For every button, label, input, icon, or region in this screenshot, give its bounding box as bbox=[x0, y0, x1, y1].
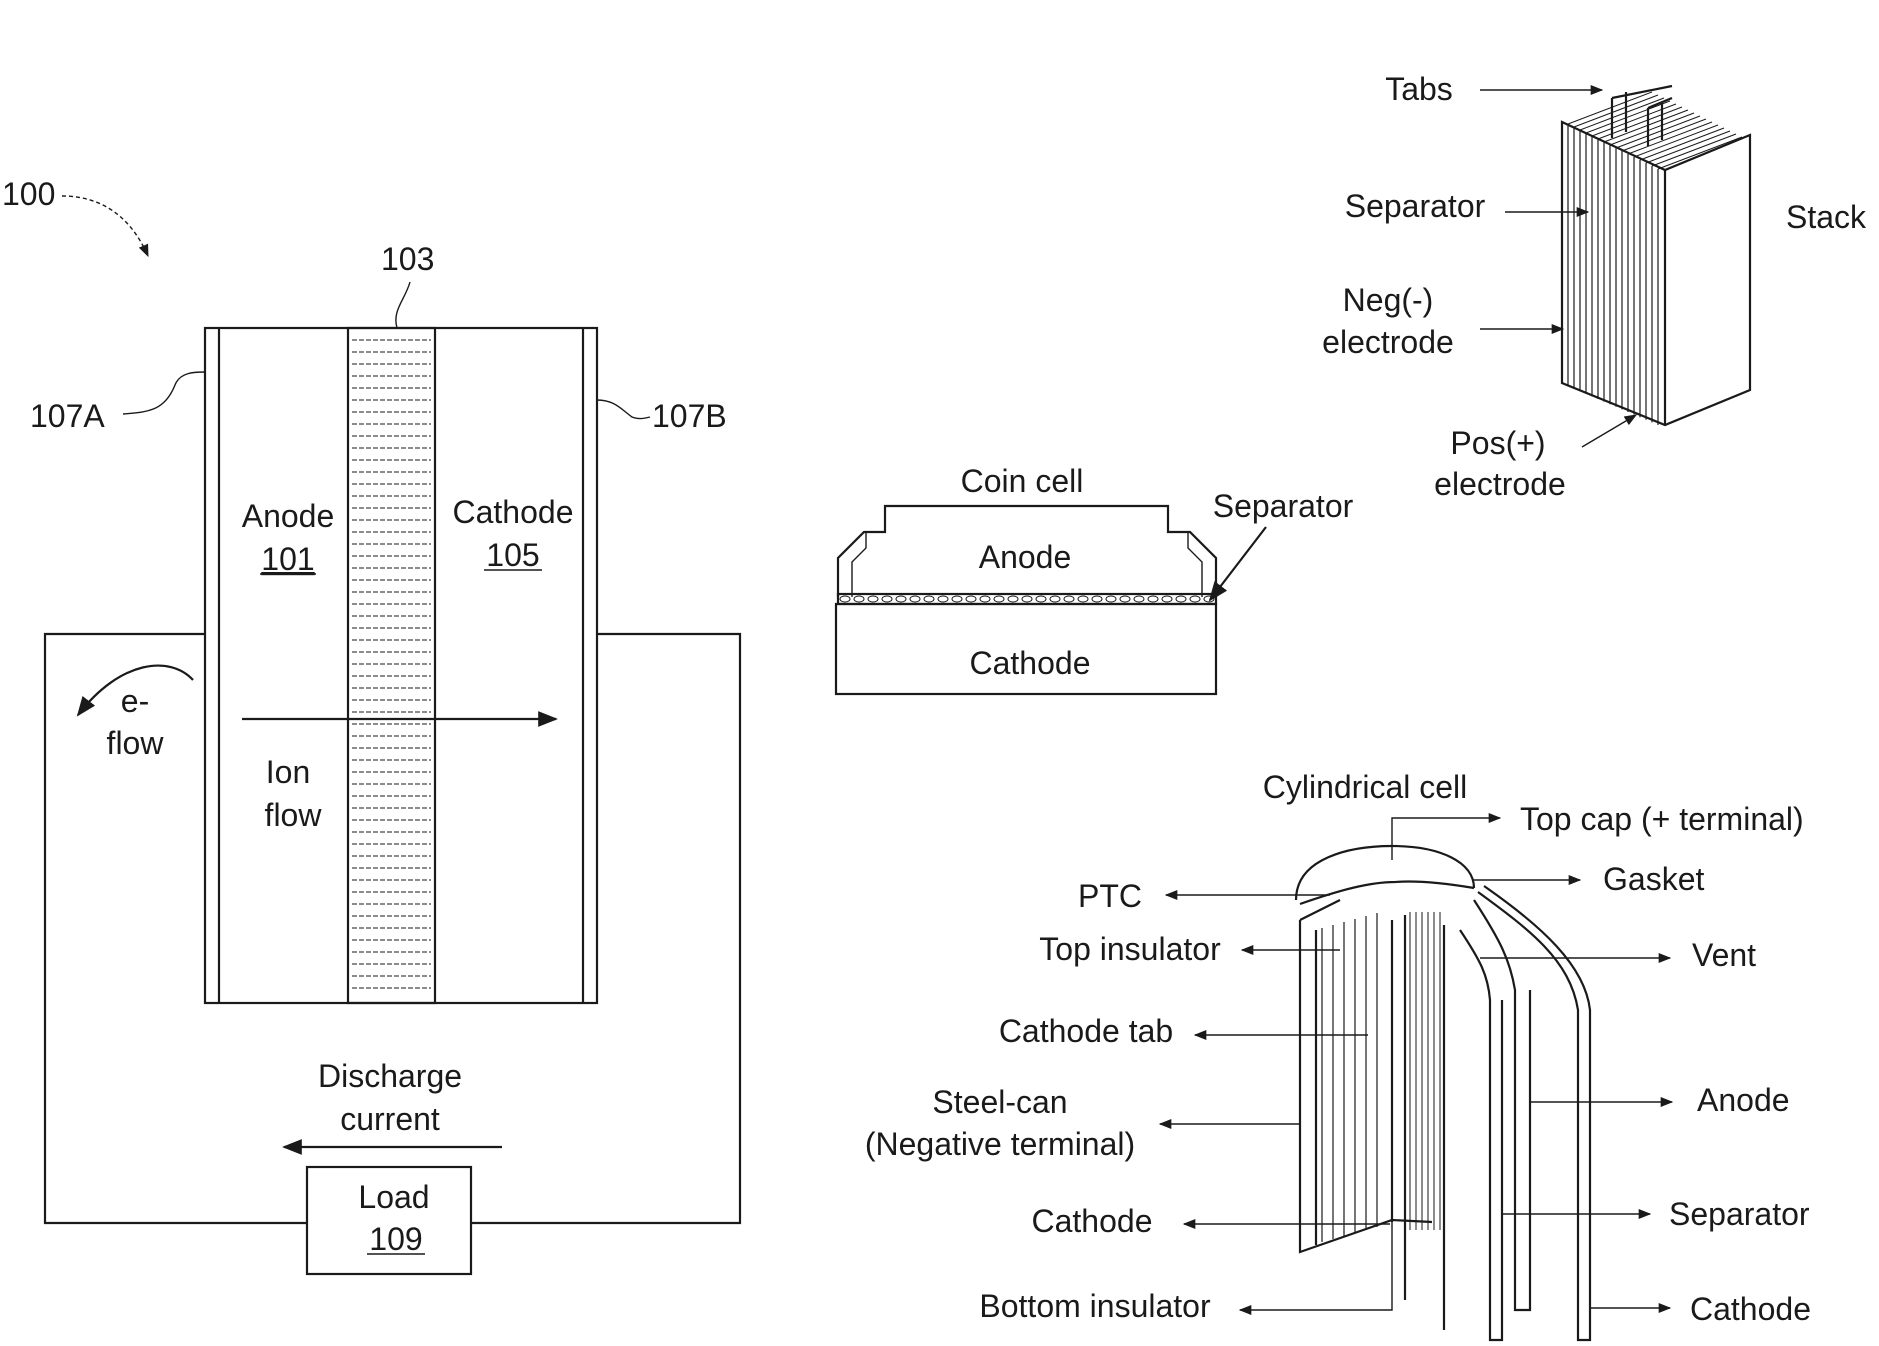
cathode-ref: 105 bbox=[486, 537, 539, 573]
electron-flow-label-1: e- bbox=[121, 683, 149, 719]
cylindrical-cell-diagram: Cylindrical cell Top cap (+ terminal) Ga… bbox=[865, 769, 1811, 1340]
ref-107a: 107A bbox=[30, 398, 105, 434]
ion-flow-label-2: flow bbox=[265, 797, 323, 833]
coin-separator-bead bbox=[924, 596, 934, 602]
cyl-cathode-tab-label: Cathode tab bbox=[999, 1013, 1173, 1049]
stack-pos-label-1: Pos(+) bbox=[1450, 425, 1545, 461]
stack-plate-top-line bbox=[1640, 128, 1724, 160]
load-label: Load bbox=[358, 1179, 429, 1215]
coin-separator-bead bbox=[1050, 596, 1060, 602]
cyl-separator-shell bbox=[1460, 930, 1502, 1340]
coin-anode-label: Anode bbox=[979, 539, 1072, 575]
cell-housing bbox=[205, 328, 597, 1003]
ref-103: 103 bbox=[381, 241, 434, 277]
separator-hatching bbox=[352, 340, 431, 988]
ref-107b: 107B bbox=[652, 398, 727, 434]
stack-plate-top-line bbox=[1574, 95, 1658, 127]
ref-100: 100 bbox=[2, 176, 55, 212]
stack-body bbox=[1562, 122, 1750, 425]
coin-separator-bead bbox=[994, 596, 1004, 602]
coin-separator-label: Separator bbox=[1213, 488, 1354, 524]
ion-flow-label-1: Ion bbox=[266, 754, 310, 790]
cyl-cap-ellipse bbox=[1296, 846, 1474, 900]
external-circuit-right bbox=[471, 634, 740, 1223]
stack-pos-label-2: electrode bbox=[1434, 466, 1566, 502]
coin-cell-diagram: Coin cell Anode Cathode Separator bbox=[836, 463, 1354, 694]
stack-plate-top-line bbox=[1622, 119, 1706, 151]
coin-separator-bead bbox=[854, 596, 864, 602]
stack-plates bbox=[1568, 92, 1742, 425]
coin-separator-bead bbox=[882, 596, 892, 602]
cyl-title: Cylindrical cell bbox=[1263, 769, 1468, 805]
anode-ref: 101 bbox=[261, 541, 314, 577]
stack-tabs-label: Tabs bbox=[1385, 71, 1453, 107]
cyl-steel-can-label-1: Steel-can bbox=[932, 1084, 1067, 1120]
coin-separator-bead bbox=[1064, 596, 1074, 602]
cathode-label: Cathode bbox=[453, 494, 574, 530]
stack-plate-top-line bbox=[1616, 116, 1700, 148]
cyl-cathode-left-label: Cathode bbox=[1032, 1203, 1153, 1239]
stack-plate-top-line bbox=[1658, 137, 1742, 169]
coin-separator-bead bbox=[966, 596, 976, 602]
stack-plate-top-line bbox=[1580, 98, 1664, 130]
anode-label: Anode bbox=[242, 498, 335, 534]
stack-plate-top-line bbox=[1598, 107, 1682, 139]
coin-separator-bead bbox=[1008, 596, 1018, 602]
stack-plate-top-line bbox=[1568, 92, 1652, 124]
external-circuit-left bbox=[45, 634, 307, 1223]
stack-separator-label: Separator bbox=[1345, 188, 1486, 224]
coin-separator-bead bbox=[952, 596, 962, 602]
coin-separator-bead bbox=[1162, 596, 1172, 602]
cyl-separator-label: Separator bbox=[1669, 1196, 1810, 1232]
cyl-ptc-label: PTC bbox=[1078, 878, 1142, 914]
coin-separator-bead bbox=[840, 596, 850, 602]
stack-plate-top-line bbox=[1610, 113, 1694, 145]
coin-separator-bead bbox=[980, 596, 990, 602]
coin-separator-bead bbox=[910, 596, 920, 602]
coin-separator-bead bbox=[1078, 596, 1088, 602]
cyl-steel-can-label-2: (Negative terminal) bbox=[865, 1126, 1135, 1162]
coin-separator-bead bbox=[1092, 596, 1102, 602]
coin-separator-pattern bbox=[840, 596, 1214, 602]
cyl-cathode-right-label: Cathode bbox=[1690, 1291, 1811, 1327]
coin-separator-bead bbox=[1022, 596, 1032, 602]
stack-neg-label-2: electrode bbox=[1322, 324, 1454, 360]
coin-separator-bead bbox=[1106, 596, 1116, 602]
stack-title: Stack bbox=[1786, 199, 1867, 235]
coin-separator-bead bbox=[1148, 596, 1158, 602]
stack-plate-top-line bbox=[1604, 110, 1688, 142]
cyl-cathode-shell bbox=[1478, 886, 1590, 1340]
electron-flow-label-2: flow bbox=[107, 725, 165, 761]
cyl-bottom-insulator-label: Bottom insulator bbox=[979, 1288, 1211, 1324]
stack-diagram: Stack Tabs Separator Neg(-) electrode Po… bbox=[1322, 71, 1867, 502]
coin-separator-bead bbox=[868, 596, 878, 602]
stack-plate-top-line bbox=[1646, 131, 1730, 163]
stack-plate-top-line bbox=[1586, 101, 1670, 133]
coin-cell-title: Coin cell bbox=[961, 463, 1084, 499]
stack-neg-label-1: Neg(-) bbox=[1343, 282, 1434, 318]
cyl-gasket-label: Gasket bbox=[1603, 861, 1704, 897]
cyl-anode-label: Anode bbox=[1697, 1082, 1790, 1118]
load-ref: 109 bbox=[369, 1221, 422, 1257]
main-cell-diagram: 100 103 107A 107B Anode 101 Cathode 105 … bbox=[2, 176, 740, 1274]
coin-separator-bead bbox=[1190, 596, 1200, 602]
cyl-top-cap-label: Top cap (+ terminal) bbox=[1520, 801, 1804, 837]
stack-plate-top-line bbox=[1628, 122, 1712, 154]
separator-103 bbox=[348, 328, 435, 1003]
coin-separator-bead bbox=[1134, 596, 1144, 602]
stack-plate-top-line bbox=[1652, 134, 1736, 166]
cyl-electrode-layers bbox=[1322, 912, 1440, 1242]
cyl-vent-label: Vent bbox=[1692, 937, 1756, 973]
stack-plate-top-line bbox=[1592, 104, 1676, 136]
discharge-label-1: Discharge bbox=[318, 1058, 462, 1094]
coin-cathode-label: Cathode bbox=[970, 645, 1091, 681]
coin-separator-bead bbox=[1176, 596, 1186, 602]
discharge-label-2: current bbox=[340, 1101, 440, 1137]
coin-separator-bead bbox=[938, 596, 948, 602]
coin-separator-bead bbox=[1120, 596, 1130, 602]
coin-separator-bead bbox=[896, 596, 906, 602]
cyl-top-insulator-label: Top insulator bbox=[1039, 931, 1221, 967]
coin-separator-bead bbox=[1036, 596, 1046, 602]
